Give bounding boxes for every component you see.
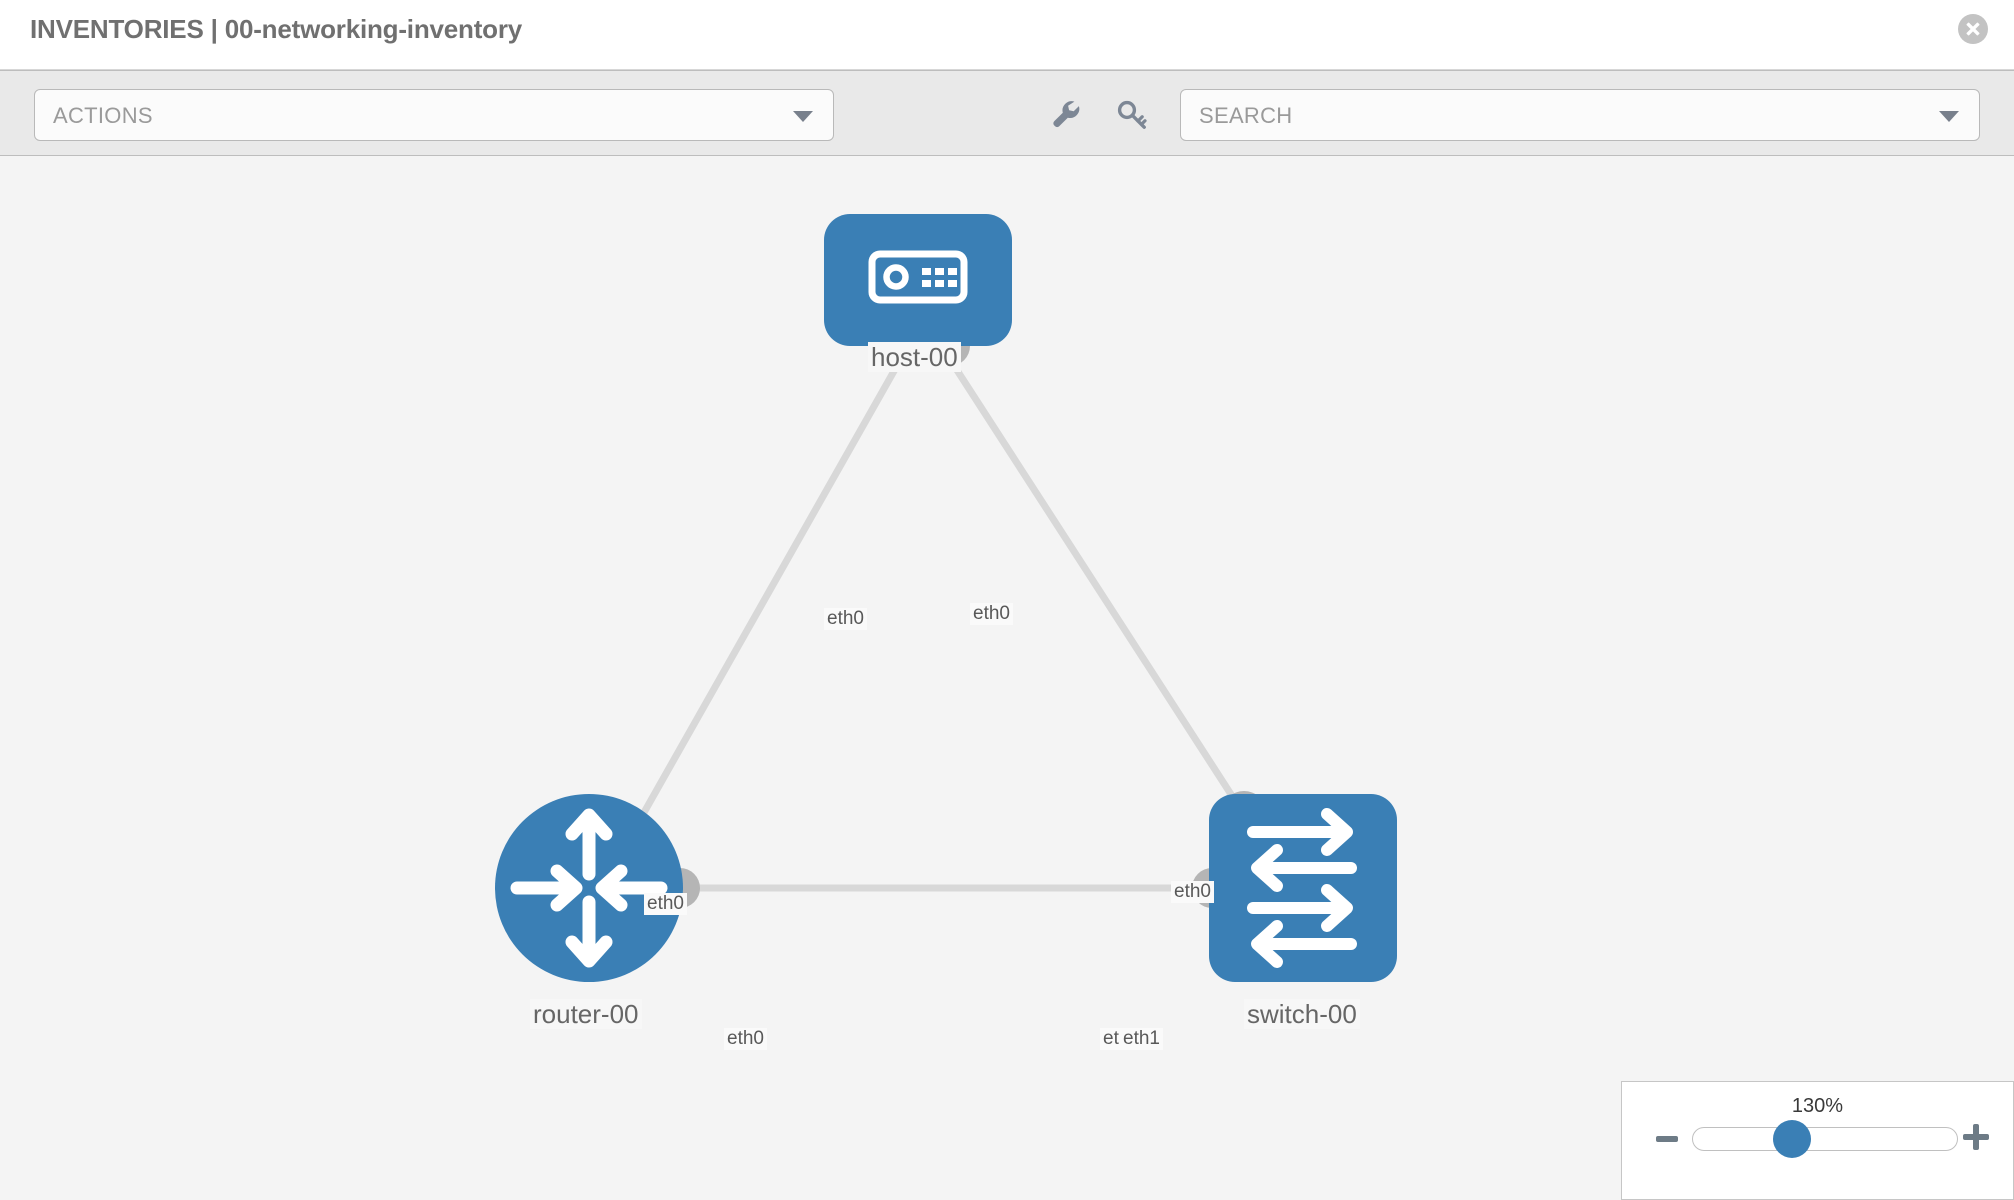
node-label-host-00: host-00 xyxy=(868,342,961,372)
search-input-placeholder: SEARCH xyxy=(1199,103,1293,128)
page-title: INVENTORIES | 00-networking-inventory xyxy=(30,14,523,44)
iface-label-router-up: eth0 xyxy=(644,893,687,915)
close-icon xyxy=(1964,20,1982,38)
key-button[interactable] xyxy=(1113,98,1153,134)
chevron-down-icon xyxy=(793,111,813,122)
window-header: INVENTORIES | 00-networking-inventory xyxy=(0,0,2014,70)
zoom-level-value: 130% xyxy=(1791,1095,1844,1117)
search-input[interactable]: SEARCH xyxy=(1180,89,1980,141)
key-icon xyxy=(1116,97,1150,136)
zoom-out-button[interactable] xyxy=(1654,1126,1680,1152)
node-host-00 xyxy=(824,214,1012,346)
zoom-control-panel: 130% xyxy=(1621,1081,2014,1200)
minus-icon xyxy=(1654,1136,1680,1156)
iface-label-host-left: eth0 xyxy=(824,608,867,630)
chevron-down-icon xyxy=(1939,111,1959,122)
plus-icon xyxy=(1961,1124,1991,1156)
server-device-icon xyxy=(868,250,968,304)
node-switch-00 xyxy=(1209,794,1397,982)
node-label-router-00: router-00 xyxy=(530,999,642,1029)
iface-label-router-right: eth0 xyxy=(724,1028,767,1050)
actions-dropdown-label: ACTIONS xyxy=(53,103,153,128)
zoom-slider-thumb[interactable] xyxy=(1773,1120,1811,1158)
actions-dropdown[interactable]: ACTIONS xyxy=(34,89,834,141)
node-router-00 xyxy=(495,794,683,982)
close-button[interactable] xyxy=(1958,14,1988,44)
router-arrows-icon xyxy=(510,808,668,968)
iface-label-host-right: eth0 xyxy=(970,603,1013,625)
node-label-switch-00: switch-00 xyxy=(1244,999,1360,1029)
topology-canvas[interactable]: host-00 router-00 switch-00 eth0 eth0 et… xyxy=(0,156,2014,1200)
topology-graph xyxy=(495,214,1397,982)
toolbar: ACTIONS SEARCH xyxy=(0,70,2014,156)
edge-host-router xyxy=(621,360,902,850)
iface-label-switch-left: eth1 xyxy=(1120,1028,1163,1050)
wrench-icon xyxy=(1049,97,1083,136)
graph-edges xyxy=(621,360,1249,892)
iface-label-switch-up: eth0 xyxy=(1171,881,1214,903)
zoom-slider-track[interactable] xyxy=(1692,1127,1958,1151)
wrench-button[interactable] xyxy=(1046,98,1086,134)
edge-host-switch xyxy=(949,360,1249,820)
zoom-in-button[interactable] xyxy=(1961,1122,1991,1152)
switch-arrows-icon xyxy=(1247,808,1357,968)
